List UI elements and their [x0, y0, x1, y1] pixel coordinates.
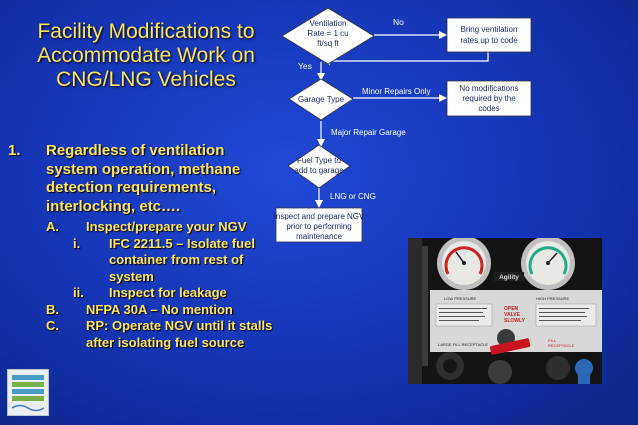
decision-fuel-type: [287, 144, 351, 189]
high-pressure-gauge: [521, 238, 575, 290]
arrow-return: [322, 52, 489, 65]
receptacle-label: RECEPTACLE: [548, 343, 575, 348]
brand-label: Agility: [499, 274, 519, 281]
no-label: No: [393, 17, 404, 27]
sub-bullet-text: Inspect for leakage: [109, 285, 227, 300]
decision-ventilation: [281, 7, 375, 65]
bullet-list: 1. Regardless of ventilation system oper…: [6, 142, 274, 351]
box-no-modifications: [446, 80, 532, 117]
sub-bullet-text: RP: Operate NGV until it stalls after is…: [86, 318, 273, 350]
slowly-label: SLOWLY: [504, 318, 526, 324]
ventilation-text-2: Rate = 1 cu: [307, 29, 348, 38]
title-line: Facility Modifications to: [37, 20, 255, 43]
fill-label: FILL: [548, 338, 557, 343]
bring-text-2: rates up to code: [460, 36, 518, 45]
sub-bullet-text: Inspect/prepare your NGV: [86, 219, 247, 234]
no-mod-text-2: required by the: [462, 94, 516, 103]
box-inspect-prepare: [275, 207, 363, 243]
box-bring-ventilation: [446, 17, 532, 53]
logo: [7, 369, 49, 416]
low-pressure-gauge: [437, 238, 491, 290]
sub-bullet-a-i: i. IFC 2211.5 – Isolate fuel container f…: [6, 236, 274, 286]
sub-bullet-c: C. RP: Operate NGV until it stalls after…: [6, 318, 274, 351]
bullet-text: Regardless of ventilation system operati…: [46, 142, 241, 215]
sub-bullet-label: C.: [46, 318, 59, 333]
fuel-panel-photo: Agility LOW PRESSURE HIGH PRESSURE OPEN …: [408, 238, 602, 384]
decision-garage-type: [288, 78, 354, 121]
sub-bullet-label: ii.: [73, 285, 84, 300]
fuel-text-2: add to garage: [294, 166, 344, 175]
inspect-text-1: Inspect and prepare NGV: [274, 212, 365, 221]
no-mod-text-1: No modifications: [459, 84, 518, 93]
valve-handle: [489, 338, 531, 355]
minor-repairs-label: Minor Repairs Only: [362, 87, 430, 96]
sub-bullet-label: A.: [46, 219, 59, 234]
major-repair-label: Major Repair Garage: [331, 128, 406, 137]
sub-bullet-b: B. NFPA 30A – No mention: [6, 302, 274, 319]
sub-bullet-a: A. Inspect/prepare your NGV: [6, 219, 274, 236]
bullet-item-1: 1. Regardless of ventilation system oper…: [6, 142, 274, 216]
high-pressure-label: HIGH PRESSURE: [536, 296, 569, 301]
sub-bullet-text: IFC 2211.5 – Isolate fuel container from…: [109, 235, 255, 284]
sub-bullet-text: NFPA 30A – No mention: [86, 301, 233, 317]
title-line: CNG/LNG Vehicles: [56, 68, 236, 91]
large-fill-label: LARGE FILL RECEPTACLE: [438, 342, 488, 347]
inspect-text-2: prior to performing: [286, 222, 351, 231]
valve-label: VALVE: [504, 312, 521, 318]
open-label: OPEN: [504, 306, 519, 312]
no-mod-text-3: codes: [478, 104, 499, 113]
ventilation-text-1: Ventilation: [310, 19, 347, 28]
sub-bullet-label: i.: [73, 235, 81, 251]
inspect-text-3: maintenance: [296, 232, 342, 241]
garage-type-text: Garage Type: [298, 95, 345, 104]
bring-text-1: Bring ventilation: [461, 25, 518, 34]
title-line: Accommodate Work on: [37, 44, 255, 67]
sub-bullet-a-ii: ii. Inspect for leakage: [6, 285, 274, 302]
yes-label: Yes: [298, 61, 312, 71]
fuel-text-1: Fuel Type to: [297, 156, 341, 165]
lng-cng-label: LNG or CNG: [330, 192, 376, 201]
ventilation-text-3: ft/sq ft: [317, 39, 340, 48]
slide-title: Facility Modifications to Accommodate Wo…: [28, 20, 264, 92]
low-pressure-label: LOW PRESSURE: [444, 296, 477, 301]
bullet-number: 1.: [8, 142, 21, 159]
sub-bullet-label: B.: [46, 301, 59, 317]
